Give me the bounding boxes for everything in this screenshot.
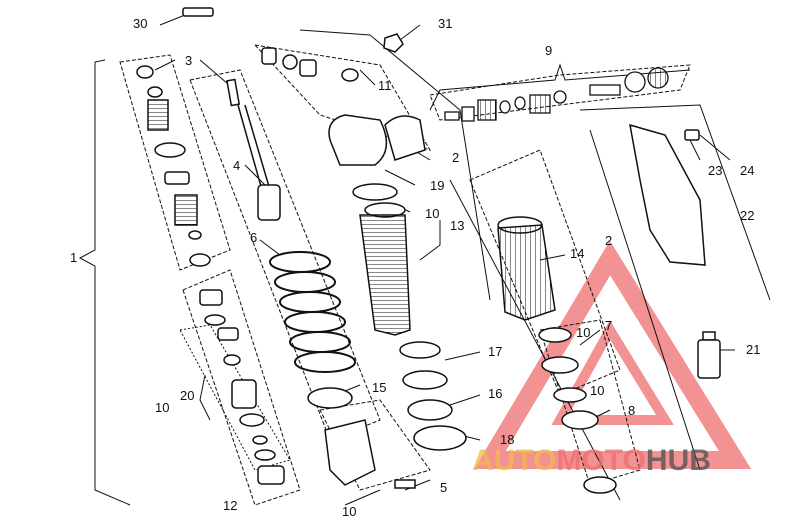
label-19: 19 [430, 178, 444, 193]
label-2-right: 2 [605, 233, 612, 248]
label-22: 22 [740, 208, 754, 223]
label-10-b: 10 [576, 325, 590, 340]
label-8: 8 [628, 403, 635, 418]
label-7: 7 [605, 318, 612, 333]
label-2-top: 2 [452, 150, 459, 165]
svg-text:AUTOMOTOHUB: AUTOMOTOHUB [472, 444, 711, 477]
label-12: 12 [223, 498, 237, 513]
label-1: 1 [70, 250, 77, 265]
label-16: 16 [488, 386, 502, 401]
watermark-auto: AUTO [472, 444, 556, 477]
label-18: 18 [500, 432, 514, 447]
rings-and-nuts [307, 327, 617, 494]
lower-clevis [324, 419, 416, 489]
label-11: 11 [378, 78, 392, 93]
label-6: 6 [250, 230, 257, 245]
reservoir-cap [497, 216, 556, 321]
label-10-e: 10 [342, 504, 356, 519]
mud-guard [629, 123, 706, 266]
left-stack-parts [136, 65, 285, 485]
label-31: 31 [438, 16, 452, 31]
label-24: 24 [740, 163, 754, 178]
label-10-d: 10 [590, 383, 604, 398]
group-outlines [119, 44, 691, 506]
label-21: 21 [746, 342, 760, 357]
part-number-labels: 30 31 9 3 11 1 4 2 19 10 13 6 14 2 22 23… [70, 16, 760, 519]
label-10-a: 10 [425, 206, 439, 221]
watermark-text: AUTOMOTOHUB [472, 444, 711, 477]
shock-rod [226, 78, 281, 221]
oil-bottle [697, 331, 721, 379]
leader-lines [78, 14, 771, 506]
label-17: 17 [488, 344, 502, 359]
label-20: 20 [180, 388, 194, 403]
label-14: 14 [570, 246, 584, 261]
watermark-moto: MOTO [556, 444, 645, 477]
adjuster-assembly [444, 67, 669, 122]
watermark-hub: HUB [646, 444, 711, 477]
label-10-c: 10 [155, 400, 169, 415]
label-13: 13 [450, 218, 464, 233]
label-9: 9 [545, 43, 552, 58]
label-15: 15 [372, 380, 386, 395]
label-3: 3 [185, 53, 192, 68]
label-5: 5 [440, 480, 447, 495]
label-30: 30 [133, 16, 147, 31]
reservoir-body [352, 183, 411, 336]
label-4: 4 [233, 158, 240, 173]
label-23: 23 [708, 163, 722, 178]
coil-spring [269, 251, 356, 373]
top-mount-parts [182, 7, 426, 166]
